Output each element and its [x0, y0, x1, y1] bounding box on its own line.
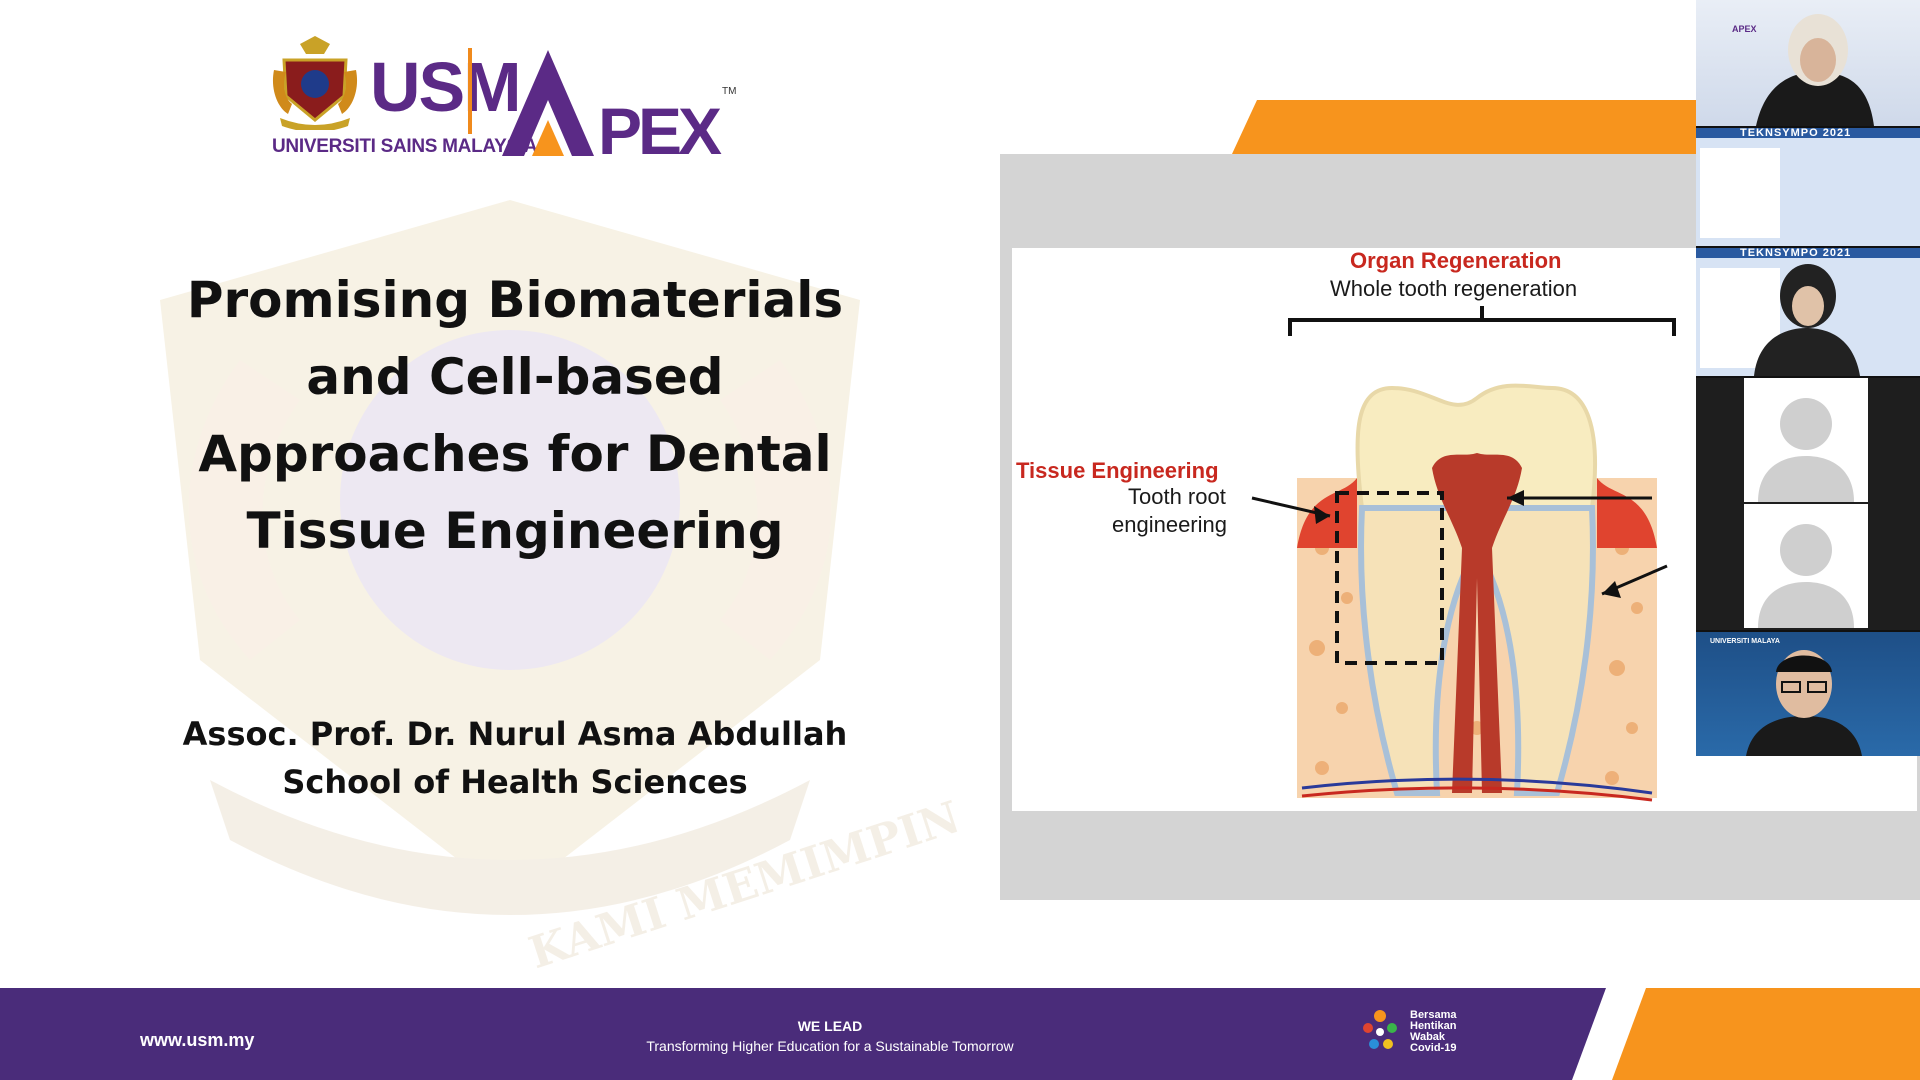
- title-line-2: and Cell-based: [306, 348, 724, 406]
- covid-line-2: Hentikan: [1410, 1020, 1457, 1032]
- footer-purple-band: [0, 988, 1606, 1080]
- participant-tile-3[interactable]: TEKNSYMPO 2021: [1696, 248, 1920, 376]
- footer-orange-band: [1612, 988, 1920, 1080]
- whole-tooth-label: Whole tooth regeneration: [1330, 276, 1578, 301]
- tile2-poster: [1700, 148, 1780, 238]
- footer-we-lead: WE LEAD: [797, 1018, 863, 1034]
- tooth-root-label: Tooth root: [1128, 484, 1226, 509]
- slide-footer: www.usm.my WE LEAD Transforming Higher E…: [0, 988, 1920, 1080]
- tooth-illustration: [1251, 306, 1676, 802]
- person-icon: [1758, 524, 1854, 628]
- covid-line-4: Covid-19: [1410, 1042, 1457, 1054]
- presenter-school: School of Health Sciences: [282, 763, 748, 801]
- tile2-banner: TEKNSYMPO 2021: [1740, 128, 1852, 139]
- organ-regeneration-label: Organ Regeneration: [1350, 248, 1562, 273]
- presenter-block: Assoc. Prof. Dr. Nurul Asma Abdullah Sch…: [170, 710, 860, 806]
- slide-title: Promising Biomaterials and Cell-based Ap…: [170, 262, 860, 570]
- tile2-banner-strip: [1696, 128, 1920, 138]
- usm-crest-icon: [272, 36, 358, 130]
- avatar-placeholder-2: [1744, 504, 1868, 628]
- participant-gallery: APEX TEKNSYMPO 2021 TEKNSYMPO 2021: [1696, 0, 1920, 756]
- participant-tile-2[interactable]: TEKNSYMPO 2021: [1696, 128, 1920, 246]
- participant-tile-1[interactable]: APEX: [1696, 0, 1920, 126]
- tile1-logo: APEX: [1732, 24, 1757, 34]
- usm-wordmark: USM: [370, 48, 522, 126]
- covid-line-1: Bersama: [1410, 1009, 1457, 1021]
- tissue-engineering-label: Tissue Engineering: [1016, 458, 1219, 483]
- usm-divider: [468, 48, 472, 134]
- tile3-banner: TEKNSYMPO 2021: [1740, 248, 1852, 259]
- title-line-3: Approaches for Dental: [198, 425, 832, 483]
- usm-crest-watermark: [160, 200, 860, 915]
- presenter-name: Assoc. Prof. Dr. Nurul Asma Abdullah: [182, 715, 848, 753]
- participant-tile-4[interactable]: [1696, 378, 1920, 630]
- avatar-placeholder-1: [1744, 378, 1868, 502]
- orange-accent-bar: [1232, 100, 1752, 154]
- footer-tagline: Transforming Higher Education for a Sust…: [646, 1038, 1014, 1054]
- participant-video-5: [1746, 650, 1862, 756]
- person-icon: [1758, 398, 1854, 502]
- title-line-4: Tissue Engineering: [246, 502, 784, 560]
- tile3-banner-strip: [1696, 248, 1920, 258]
- svg-text:PEX: PEX: [598, 94, 722, 158]
- tile5-logo: UNIVERSITI MALAYA: [1710, 638, 1780, 645]
- participant-video-1: [1756, 14, 1874, 126]
- covid-campaign-text: Bersama Hentikan Wabak Covid-19: [1410, 1010, 1490, 1054]
- apex-logo-icon: PEX: [502, 50, 726, 158]
- covid-campaign-icon: [1363, 1010, 1397, 1049]
- covid-line-3: Wabak: [1410, 1031, 1446, 1043]
- apex-trademark: TM: [722, 86, 737, 97]
- footer-url: www.usm.my: [140, 1030, 255, 1050]
- header-logos: USM UNIVERSITI SAINS MALAYSIA PEX TM: [270, 30, 750, 170]
- usm-full-name: UNIVERSITI SAINS MALAYSIA: [272, 136, 538, 157]
- engineering-label: engineering: [1112, 512, 1227, 537]
- participant-video-3: [1754, 264, 1860, 376]
- title-line-1: Promising Biomaterials: [186, 271, 844, 329]
- participant-tile-5[interactable]: UNIVERSITI MALAYA: [1696, 632, 1920, 756]
